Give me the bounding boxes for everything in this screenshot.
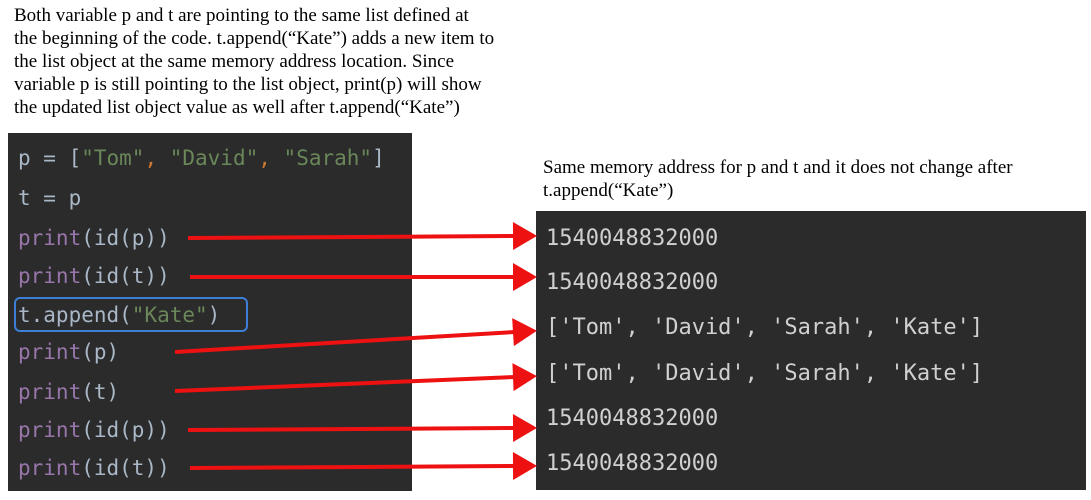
arrow-line	[187, 426, 516, 432]
output-line: 1540048832000	[546, 226, 719, 251]
code-line-t-assign: t = p	[18, 186, 82, 210]
explanation-line: the list object at the same memory addre…	[14, 51, 455, 72]
explanation-line: Both variable p and t are pointing to th…	[14, 5, 469, 26]
code-line-print-id-p-2: print(id(p))	[18, 418, 170, 442]
arrow-line	[174, 375, 516, 393]
explanation-text: Both variable p and t are pointing to th…	[14, 4, 554, 119]
code-line-print-t: print(t)	[18, 380, 120, 404]
append-highlight-box	[14, 297, 248, 332]
explanation-line: the updated list object value as well af…	[14, 97, 460, 118]
output-caption-line: t.append(“Kate”)	[543, 180, 674, 201]
output-line: 1540048832000	[546, 451, 719, 476]
output-line: 1540048832000	[546, 406, 719, 431]
code-line-print-id-p: print(id(p))	[18, 226, 170, 250]
explanation-line: variable p is still pointing to the list…	[14, 74, 482, 95]
code-line-print-p: print(p)	[18, 340, 120, 364]
arrow-line	[187, 234, 516, 240]
output-panel: 1540048832000 1540048832000 ['Tom', 'Dav…	[536, 211, 1086, 490]
arrow-head	[512, 363, 537, 392]
output-caption: Same memory address for p and t and it d…	[543, 156, 1088, 202]
arrow-head	[512, 414, 537, 443]
output-line: ['Tom', 'David', 'Sarah', 'Kate']	[546, 361, 984, 386]
arrow-line	[174, 330, 516, 354]
code-line-append: t.append("Kate")	[18, 303, 221, 327]
arrow-group	[174, 222, 537, 481]
arrow-head	[512, 318, 537, 347]
output-line: ['Tom', 'David', 'Sarah', 'Kate']	[546, 315, 984, 340]
arrow-head	[512, 452, 537, 481]
output-line: 1540048832000	[546, 270, 719, 295]
arrow-line	[189, 464, 516, 470]
arrow-head	[513, 263, 537, 291]
code-line-print-id-t-2: print(id(t))	[18, 456, 170, 480]
arrow-head	[512, 222, 537, 251]
explanation-line: the beginning of the code. t.append(“Kat…	[14, 28, 495, 49]
code-line-list-assign: p = ["Tom", "David", "Sarah"]	[18, 146, 385, 170]
code-line-print-id-t: print(id(t))	[18, 264, 170, 288]
output-caption-line: Same memory address for p and t and it d…	[543, 157, 1013, 178]
